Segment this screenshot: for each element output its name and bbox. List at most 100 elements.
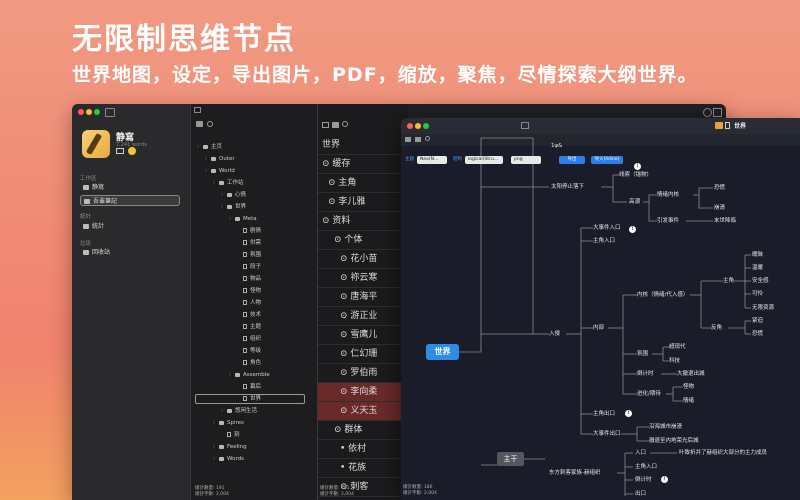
chevron-icon[interactable]: ›	[221, 192, 223, 198]
tree-item[interactable]: 氛围	[237, 250, 261, 260]
outline-row[interactable]: ⊙ 资料	[318, 212, 408, 231]
mindmap-node-big-exit[interactable]: 大事件出口	[593, 431, 621, 437]
outline-row[interactable]: • 花族	[318, 459, 408, 478]
emoji-icon[interactable]	[128, 147, 136, 155]
style-select[interactable]: Neo(N...	[417, 156, 447, 164]
info-badge-icon[interactable]: !	[661, 476, 668, 483]
close-window-button[interactable]	[78, 109, 84, 115]
outline-view-icon[interactable]	[322, 122, 329, 128]
outline-row[interactable]: ⊙ 仁幻珊	[318, 345, 408, 364]
chevron-icon[interactable]: ›	[221, 408, 223, 414]
mindmap-node-p4[interactable]: 可怜	[752, 291, 764, 297]
tree-item[interactable]: ›主页	[197, 144, 223, 150]
chevron-icon[interactable]: ›	[213, 180, 215, 186]
info-badge-icon[interactable]: !	[625, 410, 632, 417]
outline-row[interactable]: ⊙ 刺客	[318, 478, 408, 497]
search-icon[interactable]	[425, 136, 430, 141]
mindmap-node-collapse[interactable]: 崩溃	[714, 205, 726, 211]
chevron-icon[interactable]: ›	[197, 144, 199, 150]
outline-row[interactable]: ⊙ 祢云寒	[318, 269, 408, 288]
mindmap-node-end-predict[interactable]: 末世降临	[714, 218, 737, 224]
bullet-icon[interactable]: ⊙	[334, 425, 345, 435]
mindmap-node-main-entry2[interactable]: 主角入口	[635, 464, 658, 470]
layout-select[interactable]: logical(Stru...	[465, 156, 503, 164]
bullet-icon[interactable]: ⊙	[340, 349, 351, 359]
bullet-icon[interactable]: ⊙	[340, 368, 351, 378]
sidebar-item-trash[interactable]: 回收站	[80, 247, 180, 258]
sidebar-item-notes[interactable]: 吾輩筆記	[80, 195, 180, 206]
mindmap-node-e2[interactable]: 情绪	[683, 398, 695, 404]
tree-item[interactable]: 剧情	[237, 226, 261, 236]
chevron-icon[interactable]: ›	[229, 216, 231, 222]
outline-row[interactable]: ⊙ 李儿雅	[318, 193, 408, 212]
minimize-window-button[interactable]	[86, 109, 92, 115]
zoom-window-button[interactable]	[423, 123, 429, 129]
tree-item[interactable]: 供需	[237, 238, 261, 248]
bullet-icon[interactable]: ⊙	[340, 482, 351, 492]
mindmap-node-entry2[interactable]: 入口	[635, 450, 647, 456]
mindmap-node-p5[interactable]: 无限资源	[752, 305, 775, 311]
mindmap-node-fear[interactable]: 恐慌	[714, 185, 726, 191]
bullet-icon[interactable]: ⊙	[328, 178, 339, 188]
mindmap-node-big-entry[interactable]: 大事件入口	[593, 225, 621, 231]
mindmap-node-countdown2[interactable]: 倒计时	[635, 477, 652, 483]
mindmap-node-main-entry[interactable]: 主角入口	[593, 238, 616, 244]
mindmap-node-x1[interactable]: 沿海城市崩溃	[649, 424, 683, 430]
outline-row[interactable]: ⊙ 雪鹰儿	[318, 326, 408, 345]
mindmap-node-t1[interactable]: 大撤退出城	[677, 371, 705, 377]
mindmap-node-villain[interactable]: 反角	[711, 325, 723, 331]
mindmap-node-climax[interactable]: 高潮	[629, 199, 641, 205]
bullet-icon[interactable]: ⊙	[340, 406, 351, 416]
bullet-icon[interactable]: ⊙	[340, 387, 351, 397]
outline-row[interactable]: ⊙ 义天玉	[318, 402, 408, 421]
chevron-icon[interactable]: ›	[205, 156, 207, 162]
tree-item[interactable]: 技术	[237, 310, 261, 320]
bullet-icon[interactable]: ⊙	[340, 311, 351, 321]
outline-row[interactable]: ⊙ 花小苗	[318, 250, 408, 269]
sidebar-item-jingxie[interactable]: 静寫	[80, 182, 180, 193]
tree-item[interactable]: 组织	[237, 334, 261, 344]
mindmap-node-atmos[interactable]: 氛围	[637, 351, 649, 357]
outline-row[interactable]: ⊙ 唐海平	[318, 288, 408, 307]
mindmap-node-trigger[interactable]: 引发事件	[657, 218, 680, 224]
new-folder-icon[interactable]	[196, 121, 203, 127]
mindmap-node-emotion-inner[interactable]: 情绪内核	[657, 192, 680, 198]
outline-row[interactable]: ⊙ 群体	[318, 421, 408, 440]
list-icon[interactable]	[332, 122, 339, 128]
mindmap-root-node[interactable]: 世界	[426, 344, 459, 360]
outline-row[interactable]: ⊙ 游正业	[318, 307, 408, 326]
info-badge-icon[interactable]: !	[634, 163, 641, 170]
zoom-window-button[interactable]	[94, 109, 100, 115]
mindmap-node-main-exit[interactable]: 主角出口	[593, 411, 616, 417]
sidebar-icon[interactable]	[194, 107, 201, 113]
bullet-icon[interactable]: ⊙	[328, 197, 339, 207]
mindmap-node-evolve[interactable]: 进化/期待	[637, 391, 661, 397]
tree-item[interactable]: 等级	[237, 346, 261, 356]
bullet-icon[interactable]: •	[340, 444, 349, 454]
sidebar-item-stats[interactable]: 統計	[80, 221, 180, 232]
tree-item[interactable]: ›工作站	[213, 180, 244, 186]
chevron-icon[interactable]: ›	[213, 420, 215, 426]
tree-item[interactable]: ›Feeling	[213, 444, 247, 450]
info-icon[interactable]	[703, 108, 712, 117]
bullet-icon[interactable]: ⊙	[334, 235, 345, 245]
sidebar-toggle-icon[interactable]	[105, 108, 115, 117]
tree-item[interactable]: ›Spires	[213, 420, 244, 426]
outline-row[interactable]: ⊙ 李向柔	[318, 383, 408, 402]
mindmap-node-p1[interactable]: 暧昧	[752, 252, 764, 258]
outline-icon[interactable]	[405, 137, 411, 142]
mindmap-node-top[interactable]: 1ψ&	[551, 143, 563, 149]
panel-right-icon[interactable]	[713, 108, 722, 117]
chevron-icon[interactable]: ›	[213, 444, 215, 450]
settings-icon[interactable]	[207, 121, 213, 127]
mindmap-node-clue[interactable]: 线索（锚物）	[619, 172, 653, 178]
minimize-window-button[interactable]	[415, 123, 421, 129]
format-select[interactable]: png	[511, 156, 541, 164]
mindmap-node-east[interactable]: 东方刺客家族-赫组织	[549, 470, 601, 476]
bullet-icon[interactable]: ⊙	[340, 273, 351, 283]
mindmap-node-p3[interactable]: 安全感	[752, 278, 769, 284]
tree-item[interactable]: 刻	[221, 430, 240, 440]
outline-row[interactable]: ⊙ 主角	[318, 174, 408, 193]
tree-item[interactable]: ›World	[205, 168, 235, 174]
outline-row[interactable]: ⊙ 缓存	[318, 155, 408, 174]
